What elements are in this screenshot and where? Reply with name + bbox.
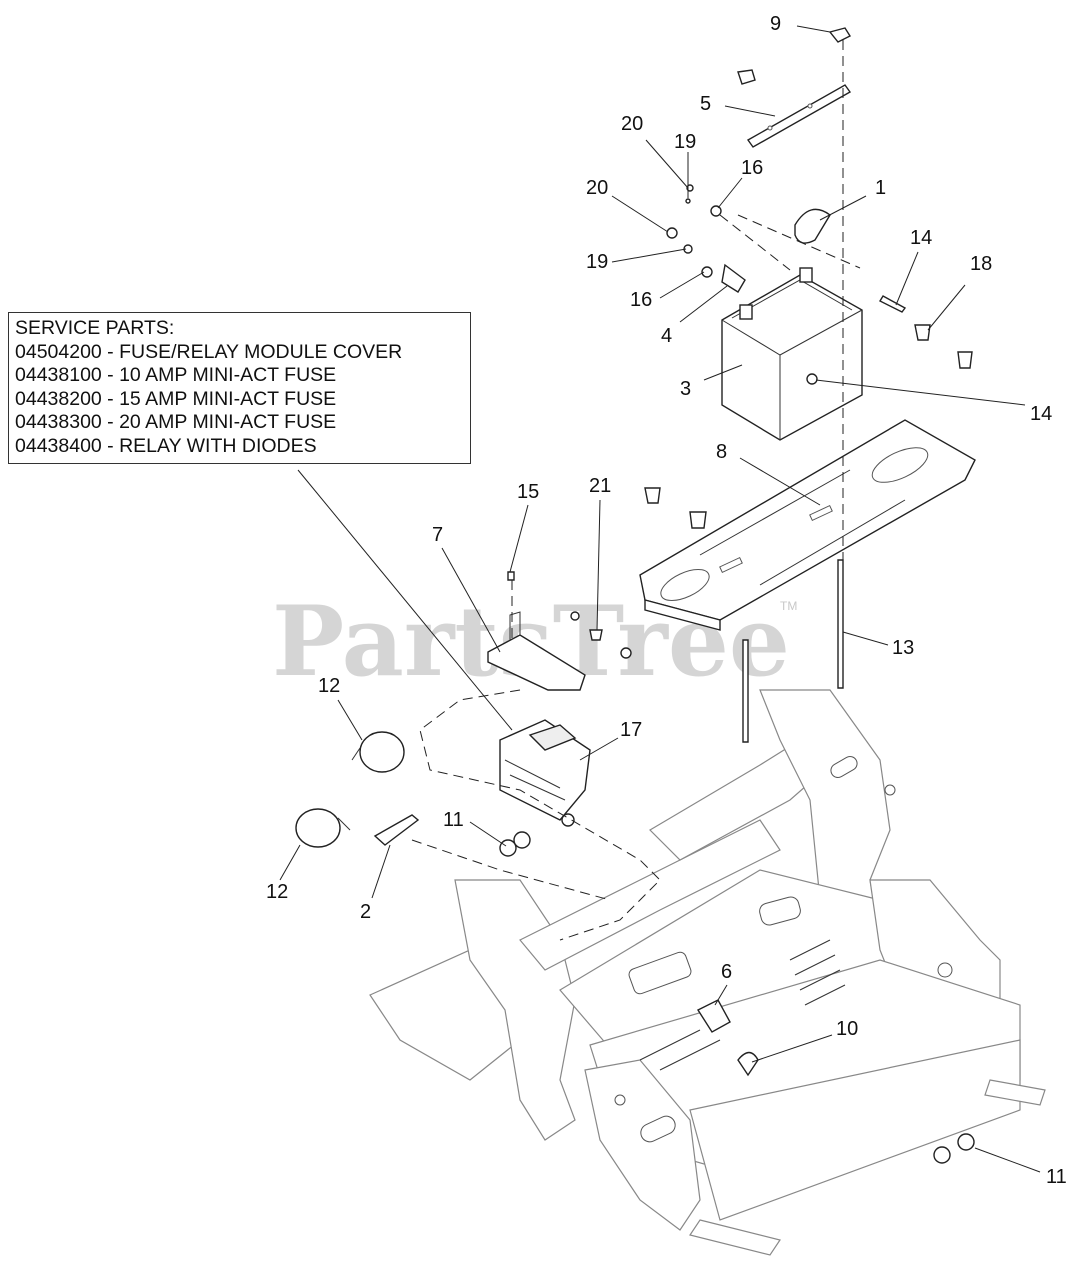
callout-8: 8: [716, 441, 727, 463]
callout-3: 3: [680, 378, 691, 400]
leader-lines: [279, 25, 1041, 1173]
wing-nut-9: [828, 27, 852, 43]
bolt-tray-b: [689, 511, 707, 529]
bolt-16-b: [701, 266, 713, 278]
callout-21: 21: [589, 475, 611, 497]
battery-tray: [639, 419, 976, 631]
callout-17: 17: [620, 719, 642, 741]
callout-10: 10: [836, 1018, 858, 1040]
grommet-11-a: [499, 839, 517, 857]
callout-6: 6: [721, 961, 732, 983]
bolt-14-a: [879, 295, 907, 313]
grommet-11-c: [933, 1146, 951, 1164]
nut-bracket: [570, 611, 580, 621]
nut-bracket-b: [620, 647, 632, 659]
bolt-18-b: [957, 351, 973, 369]
service-part-item: 04438100 - 10 AMP MINI-ACT FUSE: [15, 364, 337, 386]
bolt-18: [914, 324, 931, 341]
callout-11-right: 11: [1046, 1166, 1067, 1188]
callout-7: 7: [432, 524, 443, 546]
nut-20-b: [666, 227, 678, 239]
service-part-item: 04438200 - 15 AMP MINI-ACT FUSE: [15, 387, 337, 410]
module-bracket: [487, 611, 586, 691]
callout-1: 1: [875, 177, 886, 199]
washer-19-a: [685, 198, 691, 204]
callout-18: 18: [970, 253, 992, 275]
service-parts-heading: SERVICE PARTS:: [15, 317, 175, 339]
clip-2: [373, 814, 420, 846]
hold-down-bar: [746, 84, 852, 148]
watermark-trademark: TM: [780, 599, 797, 613]
bolt-tray-a: [644, 487, 661, 504]
bolt-14-b: [806, 373, 818, 385]
cable-tie-12-b: [295, 808, 341, 848]
callout-9: 9: [770, 13, 781, 35]
callout-15: 15: [517, 481, 539, 503]
callout-4: 4: [661, 325, 672, 347]
bolt-16-a: [710, 205, 722, 217]
rod-13-a: [837, 559, 844, 689]
chassis-frame: [369, 689, 1046, 1256]
grommet-11-d: [957, 1133, 975, 1151]
callout-14-right: 14: [1030, 403, 1052, 425]
callout-20-mid: 20: [586, 177, 608, 199]
terminal-4: [721, 263, 746, 293]
callout-12-bottom: 12: [266, 881, 288, 903]
assembly-lines: [411, 40, 861, 941]
cable-tie-12-a: [359, 731, 405, 773]
callout-19-top: 19: [674, 131, 696, 153]
switch-6: [696, 999, 731, 1033]
grommet-11-b: [513, 831, 531, 849]
service-part-item: 04504200 - FUSE/RELAY MODULE COVER: [15, 340, 403, 363]
terminal-boot: [794, 208, 831, 244]
callout-16-top: 16: [741, 157, 763, 179]
callout-14-top: 14: [910, 227, 932, 249]
callout-19-mid: 19: [586, 251, 608, 273]
callout-13: 13: [892, 637, 914, 659]
callout-11-left: 11: [443, 809, 464, 831]
callout-2: 2: [360, 901, 371, 923]
callout-labels: 9 5 20 19 16 1 20 14 18 19 16 4 3 14 8 1…: [266, 13, 1067, 1188]
callout-16-mid: 16: [630, 289, 652, 311]
wing-nut-top: [737, 69, 756, 85]
service-parts-box: SERVICE PARTS: 04504200 - FUSE/RELAY MOD…: [8, 312, 471, 464]
rod-13-b: [742, 639, 749, 743]
service-part-item: 04438300 - 20 AMP MINI-ACT FUSE: [15, 411, 337, 433]
battery: [721, 267, 863, 441]
callout-12-top: 12: [318, 675, 340, 697]
fuse-relay-module: [499, 719, 591, 827]
screw-21: [589, 629, 603, 641]
screw-15: [507, 571, 515, 581]
callout-5: 5: [700, 93, 711, 115]
service-part-item: 04438400 - RELAY WITH DIODES: [15, 434, 317, 457]
callout-20-top: 20: [621, 113, 643, 135]
